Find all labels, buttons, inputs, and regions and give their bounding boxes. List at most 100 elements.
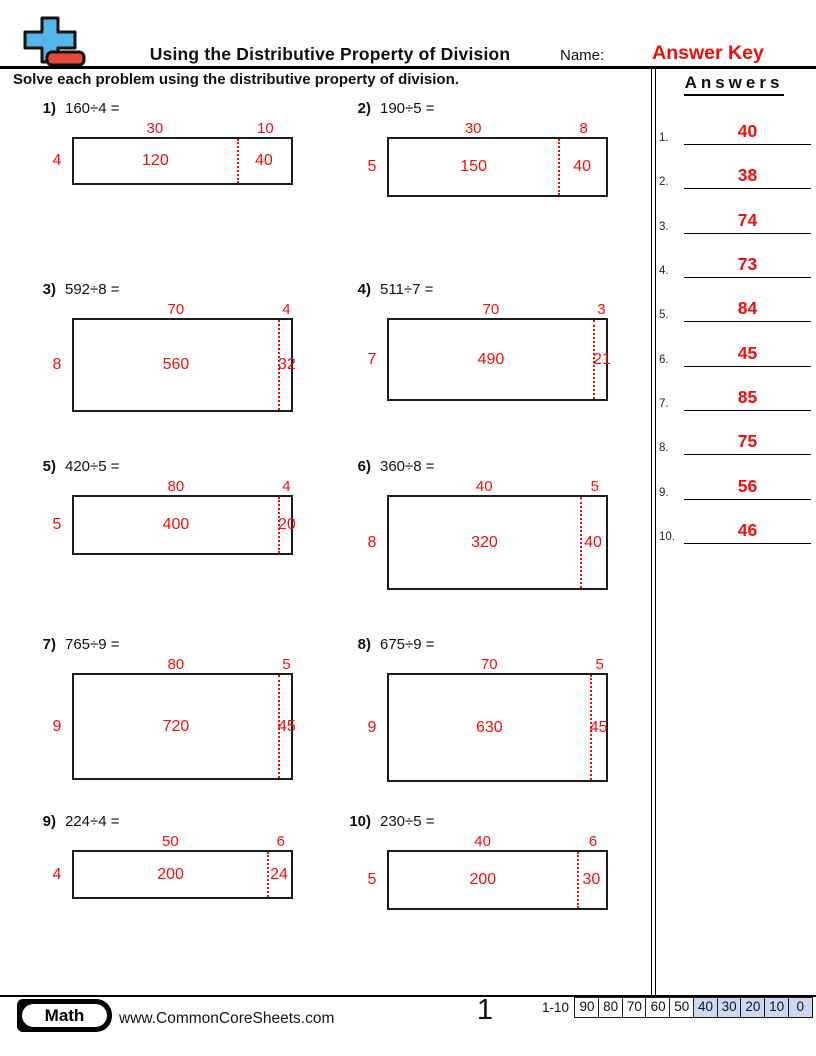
partial-product-right: 45 bbox=[277, 717, 296, 735]
partial-quotient-left: 70 bbox=[480, 656, 498, 673]
partial-product-right: 30 bbox=[582, 871, 601, 888]
answer-value: 38 bbox=[737, 165, 758, 185]
score-cell: 90 bbox=[574, 997, 600, 1018]
partial-quotient-left: 30 bbox=[464, 120, 482, 137]
problem-expression: 160÷4 = bbox=[65, 100, 120, 117]
divisor-label: 7 bbox=[367, 350, 377, 368]
partial-quotient-left: 30 bbox=[146, 120, 164, 137]
answer-row: 2. 38 bbox=[650, 159, 816, 189]
area-model-rect: 9 720 45 bbox=[53, 673, 296, 780]
partial-product-right: 40 bbox=[573, 158, 592, 175]
partial-quotient-right: 5 bbox=[282, 656, 291, 673]
partial-product-left: 200 bbox=[469, 871, 497, 888]
answer-row: 8. 75 bbox=[650, 425, 816, 455]
answer-value: 84 bbox=[737, 298, 758, 318]
partial-product-left: 490 bbox=[477, 350, 505, 368]
problem: 5)420÷5 = 80 4 5 400 20 bbox=[14, 458, 326, 555]
divisor-label: 5 bbox=[52, 516, 62, 533]
answer-row: 10. 46 bbox=[650, 514, 816, 544]
answer-row: 6. 45 bbox=[650, 337, 816, 367]
website-url: www.CommonCoreSheets.com bbox=[119, 1010, 335, 1027]
problem-number: 6) bbox=[357, 458, 371, 475]
answer-row: 4. 73 bbox=[650, 248, 816, 278]
instruction-text: Solve each problem using the distributiv… bbox=[13, 71, 459, 88]
score-cell: 70 bbox=[621, 997, 648, 1018]
divisor-label: 9 bbox=[367, 718, 377, 736]
problem-number: 9) bbox=[42, 813, 56, 830]
answer-line bbox=[684, 454, 811, 455]
name-label: Name: bbox=[560, 47, 605, 64]
answer-row: 3. 74 bbox=[650, 204, 816, 234]
partial-quotient-right: 10 bbox=[257, 120, 274, 137]
problem-number: 10) bbox=[349, 813, 371, 830]
area-model-rect: 9 630 45 bbox=[368, 673, 608, 782]
answer-line bbox=[684, 366, 811, 367]
divider-dashed-line bbox=[277, 320, 280, 410]
problem-expression: 675÷9 = bbox=[380, 636, 435, 653]
problem-expression: 224÷4 = bbox=[65, 813, 120, 830]
area-model-rect: 7 490 21 bbox=[368, 318, 611, 401]
problem-expression: 360÷8 = bbox=[380, 458, 435, 475]
subject-badge: Math bbox=[17, 999, 112, 1032]
partial-product-left: 720 bbox=[162, 717, 190, 735]
problem: 6)360÷8 = 40 5 8 320 40 bbox=[329, 458, 641, 590]
problem: 2)190÷5 = 30 8 5 150 40 bbox=[329, 100, 641, 197]
problem-expression: 592÷8 = bbox=[65, 281, 120, 298]
area-model-rect: 4 120 40 bbox=[53, 137, 293, 185]
answer-value: 75 bbox=[737, 431, 758, 451]
answer-line bbox=[684, 321, 811, 322]
problem: 7)765÷9 = 80 5 9 720 45 bbox=[14, 636, 326, 780]
area-model-rect: 8 320 40 bbox=[368, 495, 608, 590]
area-model-rect: 8 560 32 bbox=[53, 318, 296, 412]
area-model-rect: 5 400 20 bbox=[53, 495, 296, 555]
partial-product-right: 20 bbox=[277, 516, 296, 533]
page-title: Using the Distributive Property of Divis… bbox=[149, 44, 511, 64]
answer-number: 3. bbox=[659, 221, 669, 233]
footer-rule bbox=[0, 995, 816, 998]
partial-quotient-right: 3 bbox=[597, 301, 606, 318]
answer-number: 8. bbox=[659, 442, 669, 454]
answer-number: 9. bbox=[659, 487, 669, 499]
answer-value: 56 bbox=[737, 476, 758, 496]
divider-dashed-line bbox=[277, 497, 280, 553]
answer-line bbox=[684, 543, 811, 544]
answer-number: 10. bbox=[659, 531, 675, 543]
answer-line bbox=[684, 233, 811, 234]
subject-label: Math bbox=[20, 1002, 109, 1029]
partial-product-left: 560 bbox=[162, 356, 190, 373]
partial-product-left: 200 bbox=[157, 865, 184, 883]
answers-divider-line bbox=[651, 68, 656, 995]
partial-product-left: 150 bbox=[460, 158, 487, 175]
page-number: 1 bbox=[476, 994, 494, 1026]
partial-quotient-right: 6 bbox=[276, 833, 286, 850]
score-scale: 1-10 90 80 70 60 50 40 30 20 10 0 bbox=[542, 997, 813, 1018]
answer-line bbox=[684, 277, 811, 278]
partial-quotient-left: 80 bbox=[167, 478, 185, 495]
problem-expression: 190÷5 = bbox=[380, 100, 435, 117]
answer-number: 4. bbox=[659, 265, 669, 277]
problem: 9)224÷4 = 50 6 4 200 24 bbox=[14, 813, 326, 899]
divider-dashed-line bbox=[277, 675, 280, 778]
score-cell: 50 bbox=[669, 997, 695, 1018]
answer-number: 1. bbox=[659, 132, 669, 144]
problem-expression: 765÷9 = bbox=[65, 636, 120, 653]
partial-quotient-left: 70 bbox=[482, 301, 500, 318]
problem: 8)675÷9 = 70 5 9 630 45 bbox=[329, 636, 641, 782]
divisor-label: 4 bbox=[52, 152, 62, 169]
problem-number: 7) bbox=[42, 636, 56, 653]
area-model-rect: 5 150 40 bbox=[368, 137, 608, 197]
partial-product-left: 120 bbox=[142, 152, 169, 169]
divider-dashed-line bbox=[579, 497, 582, 588]
plus-minus-icon bbox=[23, 16, 86, 67]
problem-expression: 230÷5 = bbox=[380, 813, 435, 830]
divider-dashed-line bbox=[558, 139, 561, 195]
partial-product-right: 24 bbox=[270, 865, 288, 883]
answer-line bbox=[684, 410, 811, 411]
divider-dashed-line bbox=[589, 675, 592, 780]
divider-dashed-line bbox=[576, 852, 579, 908]
divider-dashed-line bbox=[592, 320, 595, 399]
partial-product-left: 630 bbox=[476, 718, 503, 736]
partial-product-right: 45 bbox=[589, 718, 608, 736]
partial-quotient-right: 5 bbox=[595, 656, 604, 673]
answer-value: 74 bbox=[737, 210, 758, 230]
